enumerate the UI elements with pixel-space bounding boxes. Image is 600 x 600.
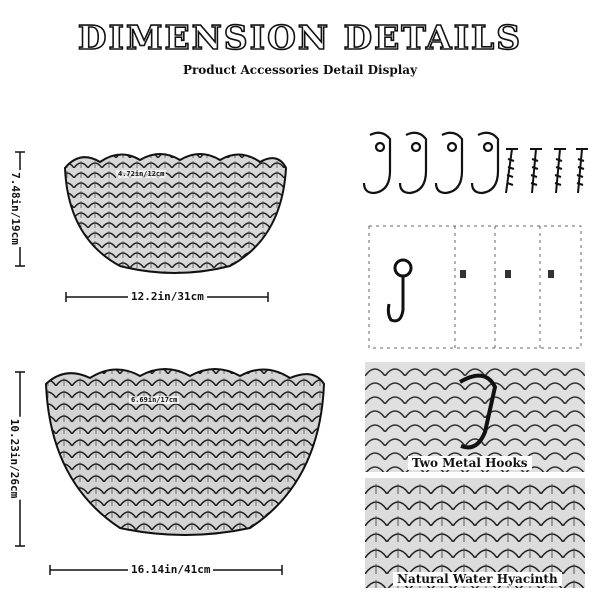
metal-hooks-closeup-image (365, 362, 585, 472)
hook-icon (362, 131, 392, 195)
hook-icon (470, 131, 500, 195)
large-basket-image (44, 368, 326, 536)
hooks-caption: Two Metal Hooks (408, 456, 532, 470)
wall-hook-icon (386, 258, 413, 323)
page-title: DIMENSION DETAILS (77, 17, 523, 58)
small-basket-height-label: 7.48in/19cm (8, 170, 22, 247)
large-basket-width-label: 16.14in/41cm (128, 563, 214, 576)
large-basket-height-label: 10.23in/26cm (8, 416, 22, 501)
hook-icon (434, 131, 464, 195)
hook-closeup-icon (458, 373, 498, 450)
wall-hooks-image (365, 222, 585, 352)
large-basket-depth-label: 6.69in/17cm (129, 396, 180, 404)
water-hyacinth-closeup-image (365, 478, 585, 588)
small-basket-image (63, 153, 288, 274)
small-basket-width-label: 12.2in/31cm (128, 290, 207, 303)
hooks-and-screws-image (362, 131, 588, 195)
screw-icon (576, 148, 588, 194)
page-subtitle: Product Accessories Detail Display (182, 63, 418, 77)
material-caption: Natural Water Hyacinth (393, 572, 562, 586)
screw-icon (505, 148, 518, 194)
screw-icon (554, 148, 566, 194)
screw-icon (530, 148, 542, 194)
small-basket-depth-label: 4.72in/12cm (116, 170, 167, 178)
hook-icon (398, 131, 428, 195)
